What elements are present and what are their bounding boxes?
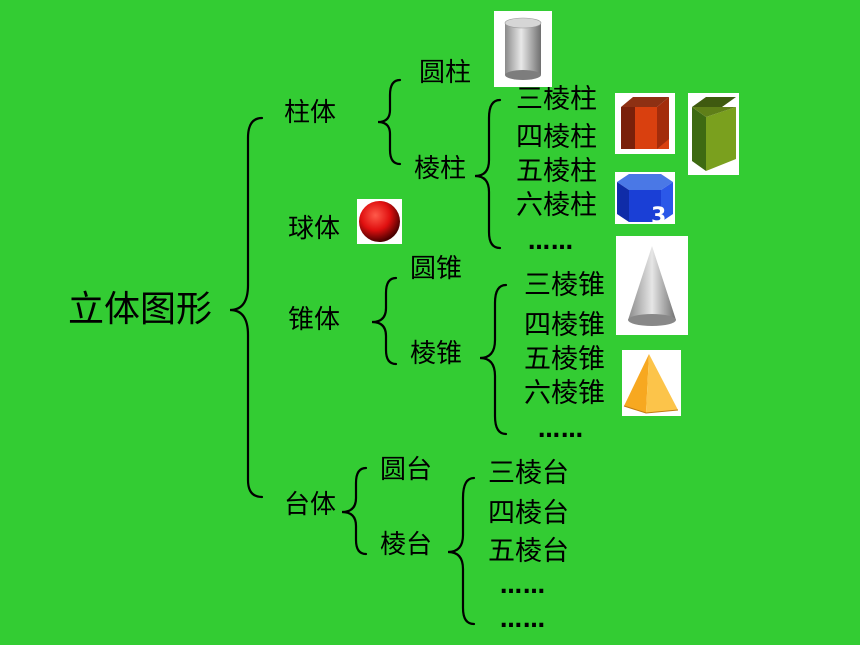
- pyramid-item: 四棱锥: [524, 310, 605, 341]
- frustum-item: 五棱台: [488, 536, 569, 567]
- cube-icon: [621, 97, 669, 149]
- cone-group-brace: [371, 276, 398, 366]
- cone-icon: [628, 246, 676, 326]
- root-brace: [229, 116, 264, 499]
- round-frustum-label: 圆台: [380, 455, 433, 485]
- root-label: 立体图形: [68, 289, 213, 330]
- cone-image: [616, 236, 688, 335]
- prism-group-label: 柱体: [284, 98, 337, 128]
- frustum-item: 四棱台: [488, 498, 569, 529]
- prism-item: 四棱柱: [516, 122, 597, 153]
- sphere-image: [357, 199, 402, 244]
- pyramid-label: 棱锥: [410, 339, 463, 369]
- pyramid-item: 六棱锥: [524, 378, 605, 409]
- frustum-item-ellipsis: ……: [500, 608, 546, 633]
- prism-item: 五棱柱: [516, 156, 597, 187]
- prism-group-brace: [377, 78, 402, 166]
- hexagonal-prism-icon: [617, 174, 673, 222]
- prism-label: 棱柱: [414, 154, 467, 184]
- cone-items-brace: [479, 283, 508, 436]
- frustum-item-ellipsis: ……: [500, 574, 546, 599]
- cube-image: [615, 93, 675, 154]
- cylinder-label: 圆柱: [419, 58, 472, 88]
- prism-item: 三棱柱: [516, 84, 597, 115]
- frustum-group-brace: [341, 466, 368, 556]
- hexagonal-prism-image: 3: [615, 172, 675, 228]
- frustum-items-brace: [447, 476, 476, 626]
- pyramid-item: 三棱锥: [524, 270, 605, 301]
- cylinder-image: [494, 11, 552, 87]
- rectangular-prism-icon: [692, 97, 736, 171]
- frustum-item: 三棱台: [488, 458, 569, 489]
- cylinder-icon: [504, 17, 542, 80]
- sphere-label: 球体: [288, 214, 341, 244]
- cone-label: 圆锥: [410, 254, 463, 284]
- cone-group-label: 锥体: [288, 305, 341, 335]
- prismatic-frustum-label: 棱台: [380, 530, 433, 560]
- prism-item-ellipsis: ……: [528, 230, 574, 255]
- pyramid-image: [622, 350, 681, 416]
- pyramid-icon: [623, 354, 679, 414]
- prism-item: 六棱柱: [516, 190, 597, 221]
- pyramid-item-ellipsis: ……: [538, 418, 584, 443]
- prism-image: [688, 93, 739, 175]
- hex-prism-number: 3: [651, 204, 667, 229]
- prism-items-brace: [474, 98, 502, 250]
- frustum-group-label: 台体: [284, 490, 337, 520]
- sphere-icon: [359, 201, 400, 242]
- pyramid-item: 五棱锥: [524, 344, 605, 375]
